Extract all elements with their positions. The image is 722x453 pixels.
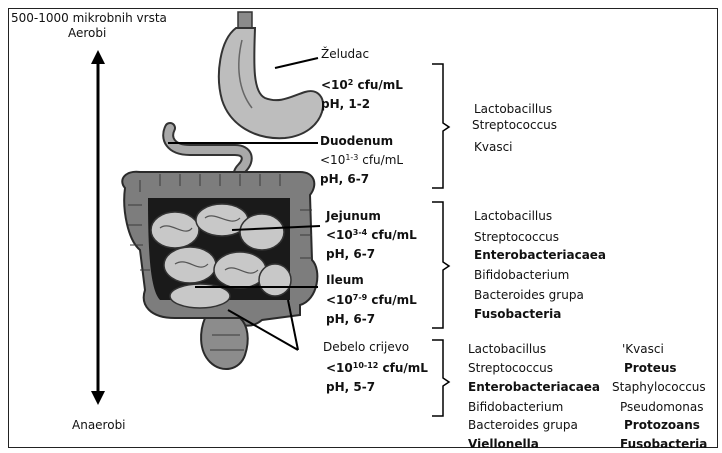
group-brackets: [432, 64, 449, 416]
colon-ph: pH, 5-7: [326, 380, 375, 394]
aerobic-label: Aerobi: [68, 26, 106, 40]
stomach-shape: [219, 28, 323, 138]
colon-name: Debelo crijevo: [323, 340, 409, 354]
ileum-ph: pH, 6-7: [326, 312, 375, 326]
microbe-colon-right-6: Fusobacteria: [620, 437, 707, 451]
rectum-shape: [201, 318, 248, 369]
microbe-colon-left-2: Streptococcus: [468, 361, 553, 375]
microbe-colon-right-1: 'Kvasci: [622, 342, 664, 356]
microbe-upper-1: Lactobacillus: [474, 102, 552, 116]
stomach-cfu: <102 cfu/mL: [321, 78, 403, 92]
microbe-colon-left-4: Bifidobacterium: [468, 400, 563, 414]
stomach-name: Želudac: [321, 47, 369, 61]
microbe-upper-2: Streptococcus: [472, 118, 557, 132]
anaerobic-label: Anaerobi: [72, 418, 126, 432]
microbe-colon-left-3: Enterobacteriacaea: [468, 380, 600, 394]
oxygen-gradient-arrow: [91, 50, 105, 405]
stomach-ph: pH, 1-2: [321, 97, 370, 111]
microbe-upper-3: Kvasci: [474, 140, 513, 154]
microbe-small-6: Fusobacteria: [474, 307, 561, 321]
microbe-small-5: Bacteroides grupa: [474, 288, 584, 302]
jejunum-ph: pH, 6-7: [326, 247, 375, 261]
ileum-cfu: <107-9 cfu/mL: [326, 293, 417, 307]
colon-cfu: <1010-12 cfu/mL: [326, 361, 428, 375]
microbe-colon-left-1: Lactobacillus: [468, 342, 546, 356]
duodenum-cfu: <101-3 cfu/mL: [320, 153, 403, 167]
jejunum-name: Jejunum: [326, 209, 381, 223]
microbe-colon-right-2: Proteus: [624, 361, 677, 375]
duodenum-name: Duodenum: [320, 134, 393, 148]
species-count-label: 500-1000 mikrobnih vrsta: [11, 11, 167, 25]
ileum-name: Ileum: [326, 273, 364, 287]
jejunum-cfu: <103-4 cfu/mL: [326, 228, 417, 242]
microbe-small-1: Lactobacillus: [474, 209, 552, 223]
microbe-small-2: Streptococcus: [474, 230, 559, 244]
duodenum-ph: pH, 6-7: [320, 172, 369, 186]
microbe-colon-left-5: Bacteroides grupa: [468, 418, 578, 432]
microbe-small-3: Enterobacteriacaea: [474, 248, 606, 262]
microbe-colon-right-5: Protozoans: [624, 418, 700, 432]
microbe-colon-left-6: Viellonella: [468, 437, 539, 451]
microbe-colon-right-4: Pseudomonas: [620, 400, 703, 414]
microbe-colon-right-3: Staphylococcus: [612, 380, 706, 394]
microbe-small-4: Bifidobacterium: [474, 268, 569, 282]
